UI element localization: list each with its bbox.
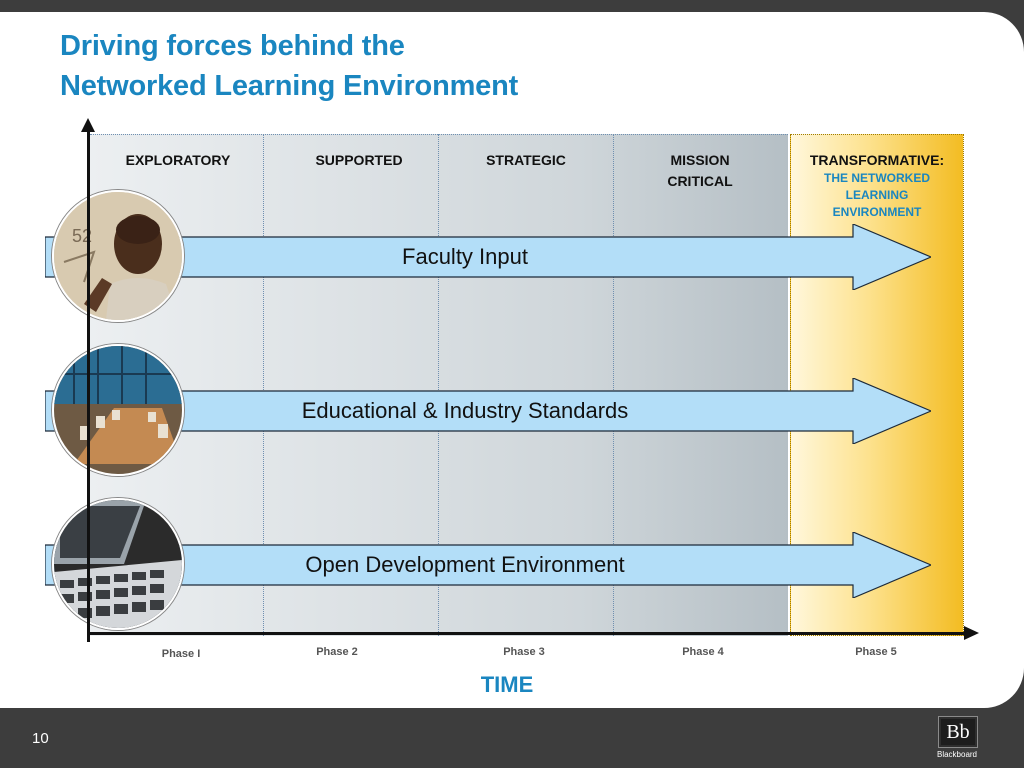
force-label: Educational & Industry Standards <box>301 398 629 423</box>
page-number: 10 <box>32 730 49 747</box>
stage-label: SUPPORTED <box>315 152 403 168</box>
phase-label: Phase 5 <box>855 646 897 658</box>
blackboard-logo-text: Blackboard <box>936 750 978 759</box>
force-label: Open Development Environment <box>305 552 625 577</box>
stage-transformative-subtitle: LEARNING <box>845 188 909 202</box>
force-arrow-faculty-input: Faculty Input <box>45 224 931 290</box>
stage-label-line2: CRITICAL <box>667 173 733 189</box>
stage-strategic: STRATEGIC <box>439 150 613 171</box>
y-axis-arrowhead <box>81 118 95 132</box>
stage-transformative-subtitle: ENVIRONMENT <box>832 205 922 219</box>
stage-divider <box>438 134 439 636</box>
boardroom-photo <box>52 344 184 476</box>
force-arrow-open-development: Open Development Environment <box>45 532 931 598</box>
stage-supported: SUPPORTED <box>272 150 446 171</box>
blackboard-logo: Bb Blackboard <box>934 716 980 759</box>
x-axis-arrowhead <box>964 626 979 640</box>
stage-label: MISSION <box>670 152 730 168</box>
slide-title: Driving forces behind the Networked Lear… <box>60 26 518 106</box>
stage-transformative-heading: TRANSFORMATIVE: <box>809 152 945 168</box>
x-axis-line <box>87 632 967 635</box>
time-axis-label: TIME <box>480 672 534 697</box>
stage-exploratory: EXPLORATORY <box>90 150 266 171</box>
phase-label: Phase 3 <box>503 646 545 658</box>
phase-label: Phase I <box>161 648 201 660</box>
stage-label: STRATEGIC <box>486 152 566 168</box>
stage-mission-critical: MISSION CRITICAL <box>613 150 787 192</box>
phase-label: Phase 2 <box>316 646 358 658</box>
slide-title-line1: Driving forces behind the <box>60 30 405 62</box>
band-top-divider <box>90 134 788 135</box>
blackboard-logo-mark: Bb <box>938 716 978 748</box>
teacher-photo: 52 <box>52 190 184 322</box>
stage-divider <box>613 134 614 636</box>
stage-transformative: TRANSFORMATIVE: THE NETWORKED LEARNING E… <box>790 150 964 221</box>
laptop-keyboard-photo <box>52 498 184 630</box>
slide: Driving forces behind the Networked Lear… <box>0 12 1024 708</box>
force-label: Faculty Input <box>402 244 528 269</box>
y-axis-line <box>87 130 90 642</box>
stage-transformative-subtitle: THE NETWORKED <box>824 171 930 185</box>
stage-divider <box>263 134 264 636</box>
stage-label: EXPLORATORY <box>125 152 231 168</box>
phase-label: Phase 4 <box>682 646 724 658</box>
slide-title-line2: Networked Learning Environment <box>60 70 519 102</box>
